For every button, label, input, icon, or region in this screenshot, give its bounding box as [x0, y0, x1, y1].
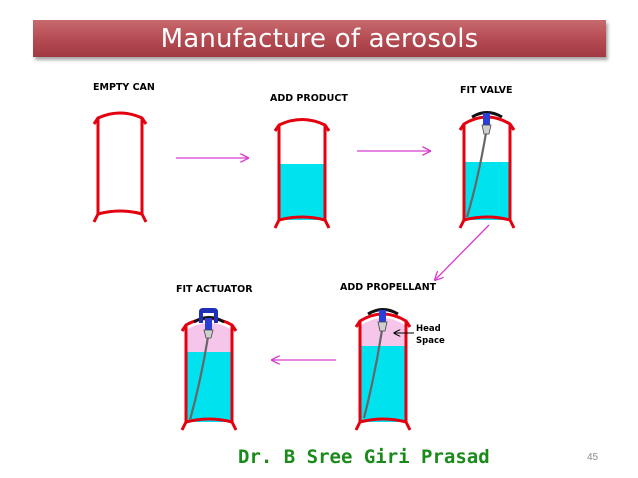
valve-body — [203, 329, 214, 339]
valve-cup — [471, 111, 503, 119]
label-add-propellant: ADD PROPELLANT — [340, 282, 437, 293]
head-space-label-line1: Head — [416, 324, 441, 334]
dip-tube — [188, 336, 210, 421]
product-fill — [360, 346, 406, 422]
valve-cup — [193, 316, 225, 324]
valve-body — [481, 124, 492, 135]
valve-body — [377, 321, 388, 332]
author-name: Dr. B Sree Giri Prasad — [238, 446, 490, 468]
flow-arrow-3 — [435, 224, 490, 280]
head-space-label-line2: Space — [416, 336, 445, 346]
title-bar: Manufacture of aerosols — [33, 20, 606, 57]
dip-tube — [362, 329, 384, 419]
can-with-product — [273, 118, 331, 229]
propellant-fill — [360, 318, 406, 346]
slide-title: Manufacture of aerosols — [160, 24, 479, 54]
can-with-propellant — [354, 308, 412, 431]
valve-stem — [483, 113, 490, 125]
can-with-valve — [458, 111, 516, 229]
empty-can — [92, 111, 148, 223]
actuator-button — [199, 308, 218, 323]
product-fill — [464, 162, 510, 220]
valve-cup — [367, 308, 399, 316]
label-add-product: ADD PRODUCT — [270, 93, 348, 104]
can-with-actuator — [180, 308, 238, 431]
product-fill — [279, 164, 325, 220]
label-fit-actuator: FIT ACTUATOR — [176, 284, 253, 295]
label-fit-valve: FIT VALVE — [460, 85, 512, 96]
slide-number: 45 — [587, 452, 599, 463]
label-empty-can: EMPTY CAN — [93, 82, 155, 93]
valve-stem — [379, 310, 386, 322]
dip-tube — [465, 132, 488, 218]
valve-stem — [205, 318, 212, 330]
